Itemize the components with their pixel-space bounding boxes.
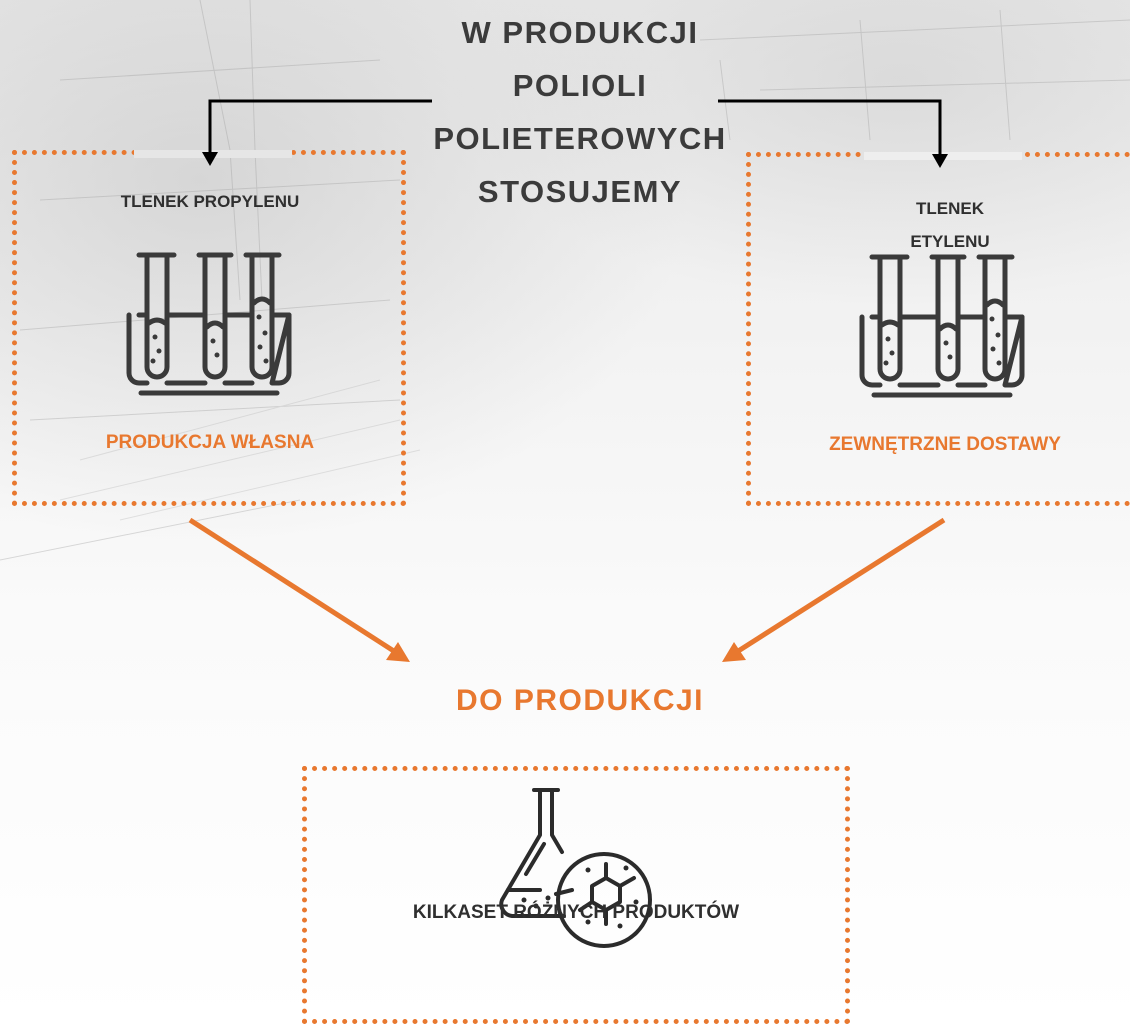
flask-molecule-icon <box>499 788 652 948</box>
test-tubes-icon-left <box>126 252 292 396</box>
title-connector-left <box>208 99 432 158</box>
title-line-1: W PRODUKCJI <box>461 15 699 50</box>
diagram-title: W PRODUKCJI POLIOLI POLIETEROWYCH STOSUJ… <box>410 6 750 218</box>
title-line-2: POLIOLI <box>512 68 648 103</box>
ethylene-oxide-label: TLENEK ETYLENU <box>880 192 1020 258</box>
to-production-label: DO PRODUKCJI <box>455 684 705 717</box>
title-line-3: POLIETEROWYCH <box>433 121 727 156</box>
ethylene-oxide-label-line-2: ETYLENU <box>910 232 990 251</box>
arrow-left-to-production <box>188 517 402 658</box>
own-production-label: PRODUKCJA WŁASNA <box>105 432 315 453</box>
test-tubes-icon-right <box>859 254 1025 398</box>
propylene-oxide-label: TLENEK PROPYLENU <box>120 192 300 211</box>
arrowhead-left-to-production <box>386 642 410 662</box>
products-label: KILKASET RÓŻNYCH PRODUKTÓW <box>412 902 740 923</box>
ethylene-oxide-label-line-1: TLENEK <box>916 199 984 218</box>
title-arrowhead-left <box>202 152 218 166</box>
arrowhead-right-to-production <box>722 642 746 662</box>
arrow-right-to-production <box>730 517 946 658</box>
title-arrowhead-right <box>932 154 948 168</box>
products-box <box>302 766 850 1024</box>
external-supply-label: ZEWNĘTRZNE DOSTAWY <box>829 434 1061 455</box>
title-line-4: STOSUJEMY <box>477 174 683 209</box>
title-connector-right <box>718 99 942 160</box>
